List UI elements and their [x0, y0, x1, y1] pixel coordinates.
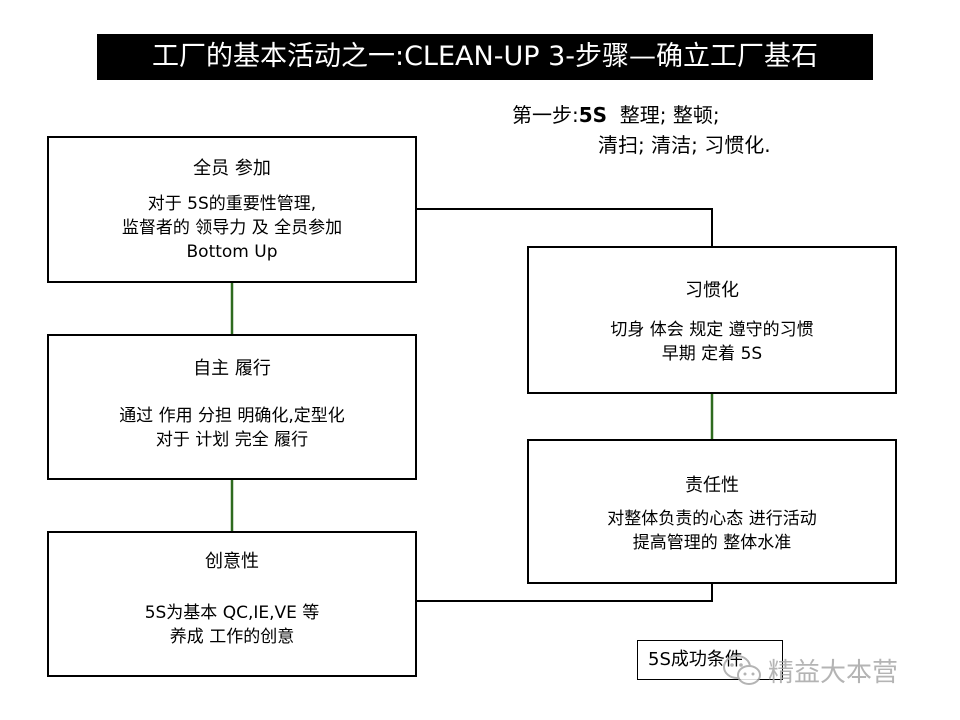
box-habit-title: 习惯化 [685, 280, 739, 301]
box-autonomy-line: 对于 计划 完全 履行 [155, 430, 309, 450]
box-participation-title: 全员 参加 [193, 158, 271, 179]
box-autonomy-line: 通过 作用 分担 明确化,定型化 [119, 406, 345, 426]
box-autonomy: 自主 履行 通过 作用 分担 明确化,定型化 对于 计划 完全 履行 [47, 334, 417, 480]
box-responsibility-line: 对整体负责的心态 进行活动 [607, 509, 817, 529]
box-participation-line: Bottom Up [186, 242, 278, 262]
success-condition-label: 5S成功条件 [637, 640, 783, 680]
step-line2: 清扫; 清洁; 习惯化. [598, 133, 771, 157]
link-responsibility-creativity [416, 584, 713, 602]
page-title: 工厂的基本活动之一:CLEAN-UP 3-步骤—确立工厂基石 [97, 34, 873, 80]
box-creativity-title: 创意性 [205, 551, 259, 572]
box-responsibility-line: 提高管理的 整体水准 [632, 533, 792, 553]
box-participation-line: 对于 5S的重要性管理, [147, 194, 317, 214]
link-participation-habit [416, 208, 713, 246]
box-habit-line: 早期 定着 5S [661, 344, 763, 364]
step-label: 第一步: [512, 103, 579, 127]
box-participation: 全员 参加 对于 5S的重要性管理, 监督者的 领导力 及 全员参加 Botto… [47, 136, 417, 283]
box-creativity-line: 5S为基本 QC,IE,VE 等 [144, 603, 320, 623]
box-autonomy-body: 通过 作用 分担 明确化,定型化 对于 计划 完全 履行 [49, 404, 415, 452]
box-responsibility-title: 责任性 [685, 475, 739, 496]
box-creativity-body: 5S为基本 QC,IE,VE 等 养成 工作的创意 [49, 601, 415, 649]
step-one-description: 第一步:5S 整理; 整顿; 清扫; 清洁; 习惯化. [512, 100, 771, 160]
step-5s-label: 5S [578, 103, 608, 127]
watermark-text: 精益大本营 [768, 657, 899, 688]
box-responsibility: 责任性 对整体负责的心态 进行活动 提高管理的 整体水准 [527, 439, 897, 584]
box-habit-body: 切身 体会 规定 遵守的习惯 早期 定着 5S [529, 318, 895, 366]
wechat-icon [723, 655, 761, 685]
box-creativity: 创意性 5S为基本 QC,IE,VE 等 养成 工作的创意 [47, 531, 417, 677]
box-responsibility-body: 对整体负责的心态 进行活动 提高管理的 整体水准 [529, 507, 895, 555]
box-creativity-line: 养成 工作的创意 [169, 627, 295, 647]
step-line1-rest: 整理; 整顿; [619, 103, 720, 127]
box-habit: 习惯化 切身 体会 规定 遵守的习惯 早期 定着 5S [527, 246, 897, 394]
box-autonomy-title: 自主 履行 [193, 358, 271, 379]
box-participation-line: 监督者的 领导力 及 全员参加 [121, 218, 343, 238]
watermark: 精益大本营 [722, 650, 898, 690]
box-participation-body: 对于 5S的重要性管理, 监督者的 领导力 及 全员参加 Bottom Up [49, 192, 415, 264]
box-habit-line: 切身 体会 规定 遵守的习惯 [610, 320, 814, 340]
